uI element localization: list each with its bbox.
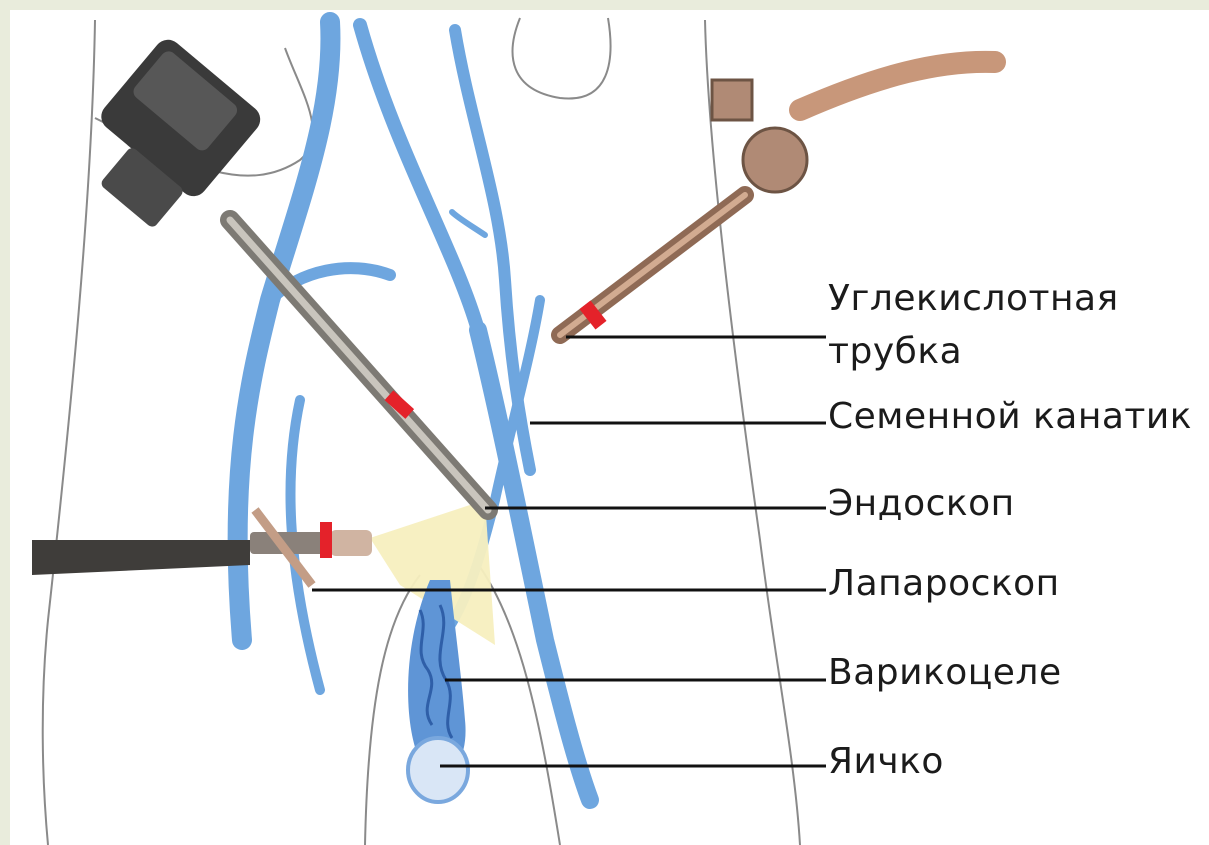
varicocele-label: Варикоцеле: [828, 653, 1062, 693]
co2-tube-label-line2: трубка: [828, 332, 962, 372]
laparoscope-label: Лапароскоп: [828, 564, 1060, 604]
co2-tube-label-line1: Углекислотная: [828, 279, 1119, 319]
testicle-label: Яичко: [828, 742, 944, 782]
testicle-shape: [408, 738, 468, 802]
spermatic-cord-label: Семенной канатик: [828, 397, 1192, 437]
endoscope-label: Эндоскоп: [828, 484, 1015, 524]
endoscope-instrument: [65, 34, 488, 510]
laparoscope-instrument: [32, 510, 372, 585]
